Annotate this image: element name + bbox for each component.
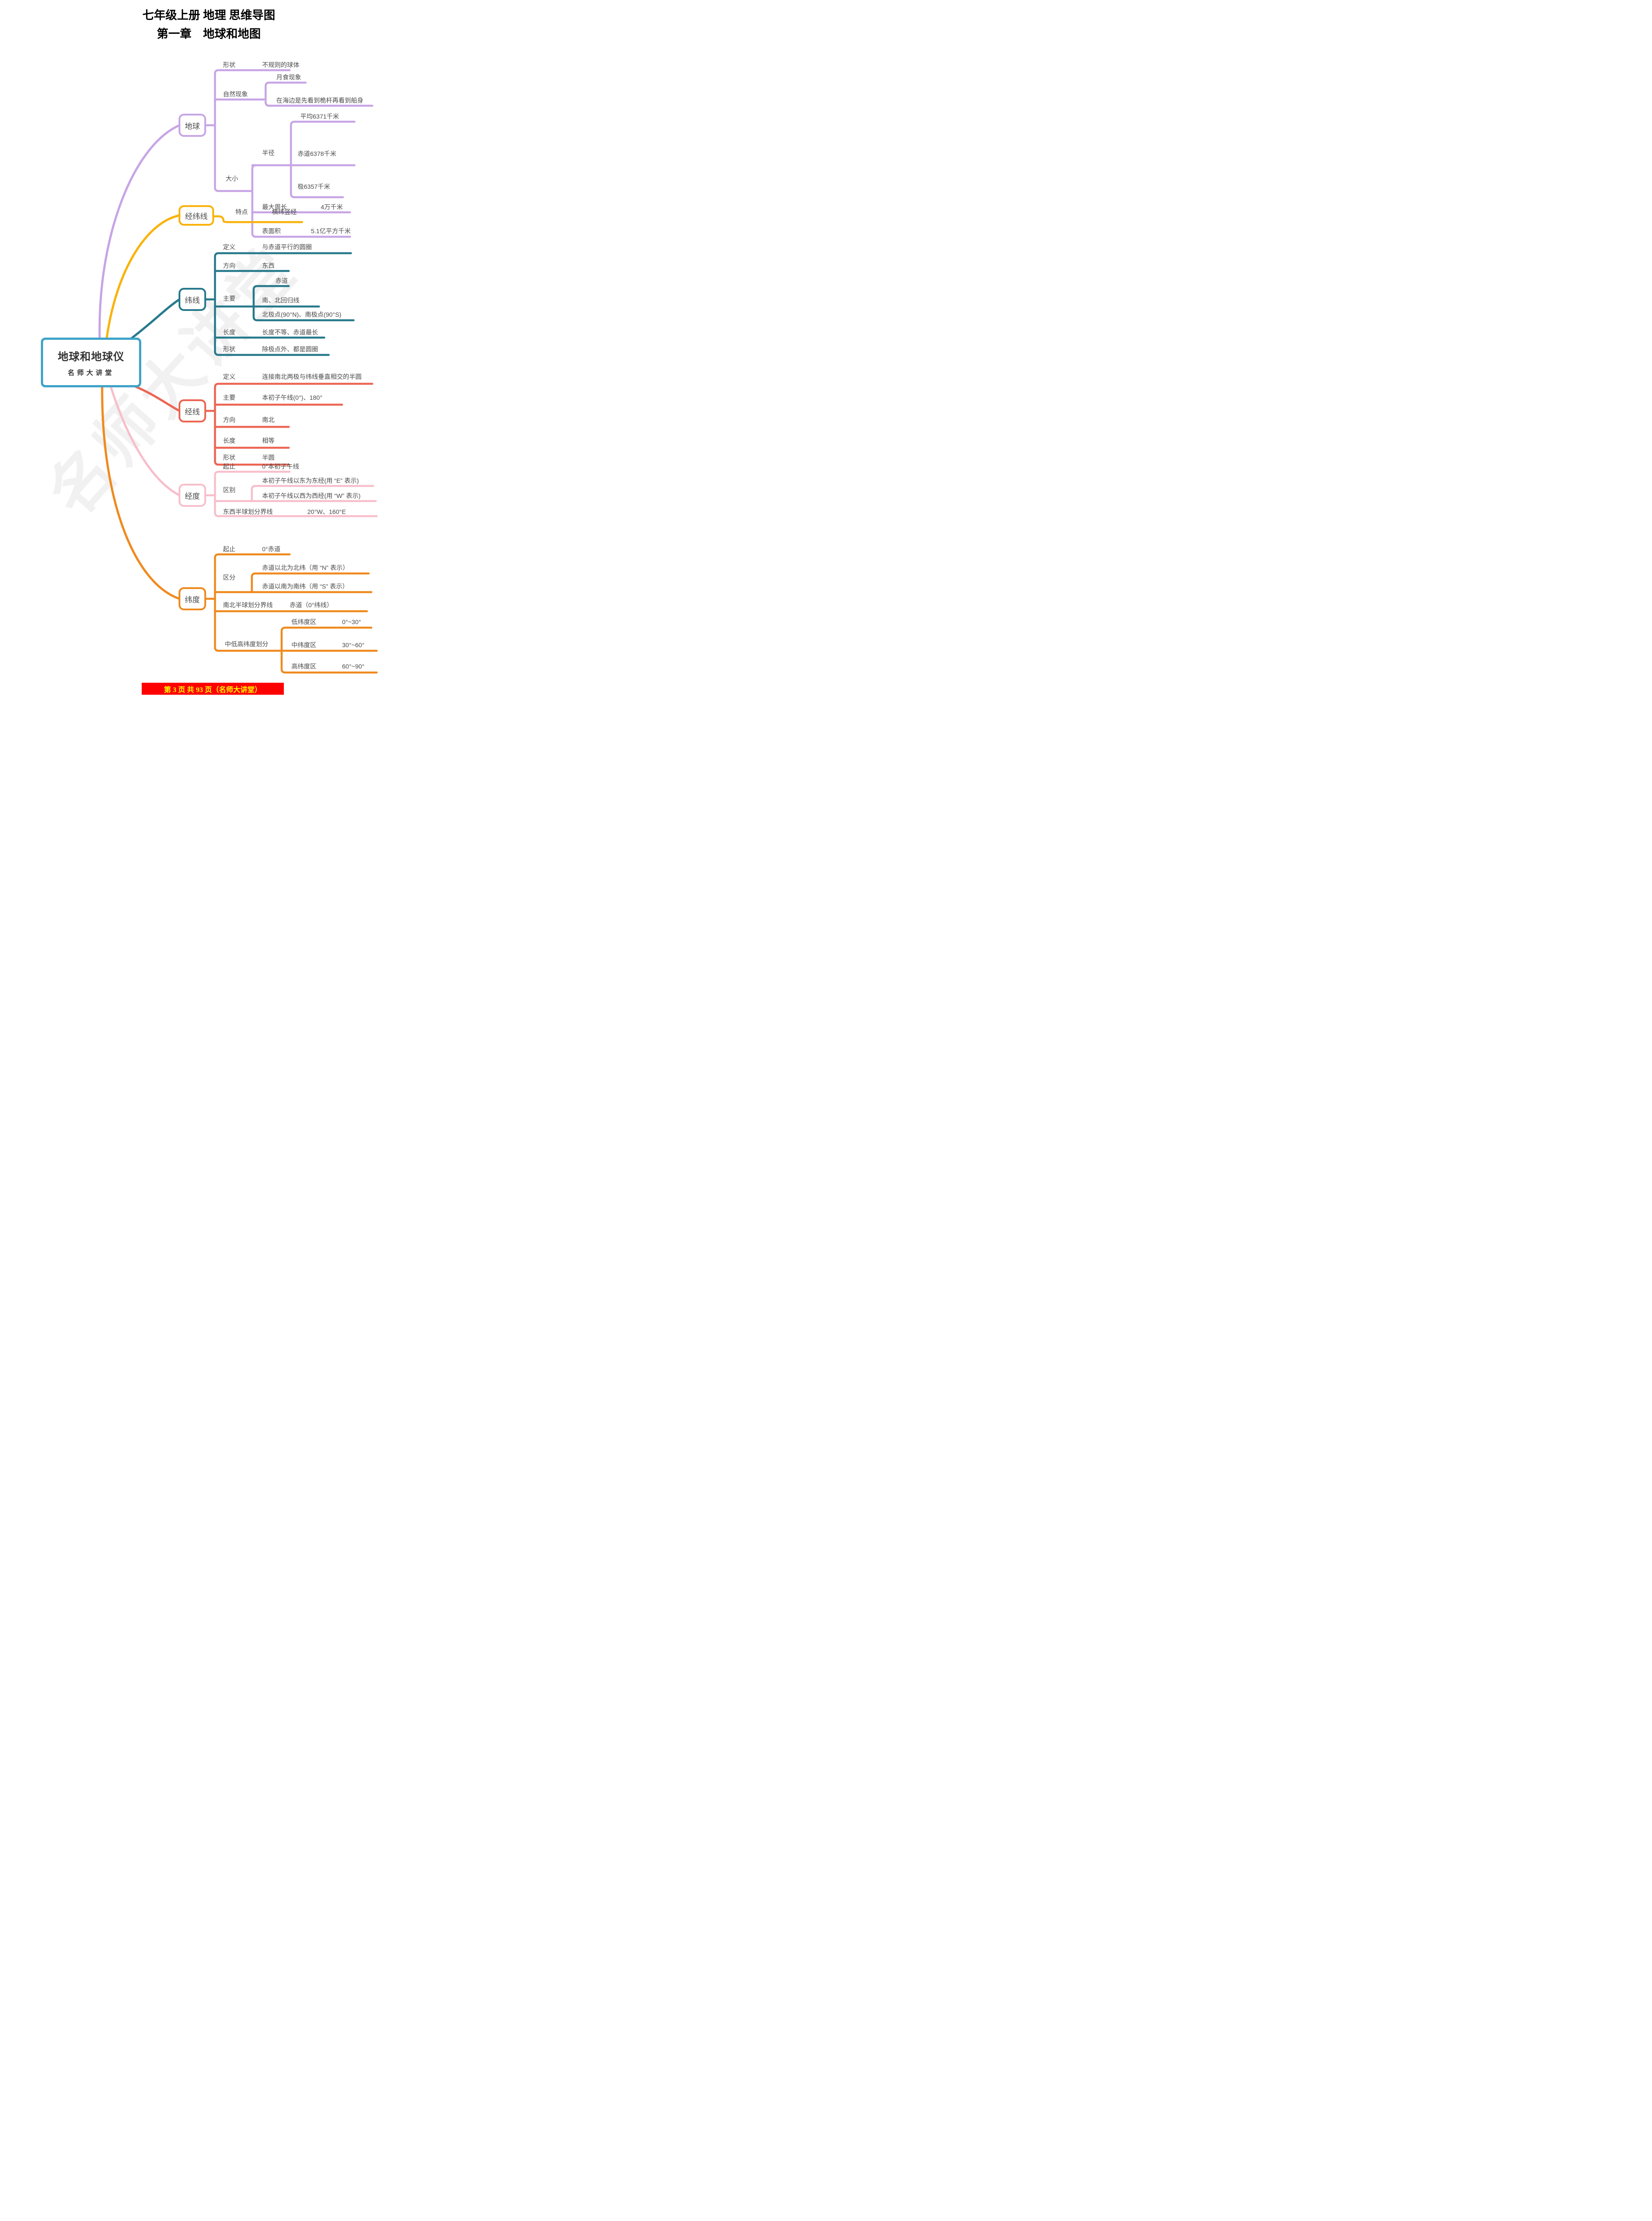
row-value: 不规则的球体 <box>262 61 299 68</box>
row-label: 长度 <box>223 329 235 336</box>
central-node-title: 地球和地球仪 <box>58 351 124 363</box>
row-label: 低纬度区 <box>291 618 316 625</box>
curve-weixian <box>125 298 181 343</box>
row-label: 东西半球划分界线 <box>223 508 273 515</box>
row-label: 高纬度区 <box>291 663 316 670</box>
row-value: 5.1亿平方千米 <box>311 227 351 235</box>
branch-node-weidu: 纬度 <box>179 587 206 610</box>
row-value: 长度不等、赤道最长 <box>262 329 318 336</box>
row-value: 30°~60° <box>342 641 365 649</box>
row-label: 形状 <box>223 454 235 461</box>
curve-weidu <box>101 384 181 600</box>
row-label: 中低高纬度划分 <box>225 641 268 648</box>
row-label: 最大周长 <box>262 203 287 211</box>
row-value: 东西 <box>262 262 275 269</box>
row-label: 区分 <box>223 574 235 581</box>
page-footer: 第 3 页 共 93 页（名师大讲堂） <box>142 683 284 695</box>
row-value: 月食现象 <box>276 74 301 81</box>
curve-earth <box>98 124 181 348</box>
mindmap-page: 名师大讲堂 <box>0 0 418 697</box>
central-node-subtitle: 名师大讲堂 <box>68 370 115 377</box>
row-label: 自然现象 <box>223 91 248 98</box>
row-label: 方向 <box>223 416 235 423</box>
row-value: 赤道以南为南纬（用 “S” 表示） <box>262 583 349 590</box>
row-value: 20°W、160°E <box>307 508 346 515</box>
row-value: 0°赤道 <box>262 545 281 553</box>
row-value: 60°~90° <box>342 663 365 670</box>
row-value: 半圆 <box>262 454 275 461</box>
row-value: 赤道（0°纬线） <box>290 601 333 609</box>
row-label: 起止 <box>223 545 235 553</box>
row-value: 北极点(90°N)、南极点(90°S) <box>262 311 342 318</box>
row-label: 区别 <box>223 486 235 494</box>
row-label: 形状 <box>223 346 235 353</box>
row-label: 半径 <box>262 149 275 156</box>
row-label: 形状 <box>223 61 235 68</box>
row-value: 除极点外、都是圆圈 <box>262 346 318 353</box>
row-label: 主要 <box>223 295 235 302</box>
row-value: 赤道6378千米 <box>298 150 337 157</box>
row-value: 相等 <box>262 437 275 444</box>
row-value: 南北 <box>262 416 275 423</box>
branch-node-earth: 地球 <box>179 114 206 137</box>
row-label: 定义 <box>223 243 235 251</box>
row-value: 本初子午线以东为东经(用 “E” 表示) <box>262 477 359 484</box>
row-label: 方向 <box>223 262 235 269</box>
row-value: 赤道 <box>275 277 288 284</box>
row-label: 起止 <box>223 463 235 470</box>
row-label: 中纬度区 <box>291 641 316 649</box>
row-value: 本初子午线以西为西经(用 “W” 表示) <box>262 492 361 499</box>
chapter-title: 第一章 地球和地图 <box>156 28 261 40</box>
row-label: 南北半球划分界线 <box>223 601 273 609</box>
row-label: 表面积 <box>262 227 281 235</box>
row-label: 特点 <box>235 208 248 215</box>
row-label: 定义 <box>223 373 235 380</box>
row-value: 本初子午线(0°)、180° <box>262 394 322 401</box>
branch-node-jingxian: 经线 <box>179 399 206 422</box>
row-value: 与赤道平行的圆圈 <box>262 243 312 251</box>
row-value: 4万千米 <box>321 203 343 211</box>
row-value: 连接南北两极与纬线垂直相交的半圆 <box>262 373 362 380</box>
row-value: 0°~30° <box>342 618 361 625</box>
row-label: 大小 <box>226 175 238 182</box>
row-value: 极6357千米 <box>298 183 330 190</box>
curve-jingweixian <box>104 214 181 347</box>
row-value: 0°本初子午线 <box>262 463 299 470</box>
row-label: 主要 <box>223 394 235 401</box>
page-title: 七年级上册 地理 思维导图 <box>142 9 275 22</box>
branch-node-weixian: 纬线 <box>179 288 206 311</box>
branch-node-jingdu: 经度 <box>179 484 206 507</box>
branch-node-jingweixian: 经纬线 <box>179 205 214 226</box>
row-value: 赤道以北为北纬（用 “N” 表示） <box>262 564 349 571</box>
row-value: 在海边是先看到桅杆再看到船身 <box>276 97 363 104</box>
row-value: 南、北回归线 <box>262 297 299 304</box>
curve-jingdu <box>109 383 181 497</box>
central-node: 地球和地球仪 名师大讲堂 <box>41 338 141 387</box>
row-label: 长度 <box>223 437 235 444</box>
row-value: 平均6371千米 <box>300 113 339 120</box>
mindmap-connectors <box>98 69 378 674</box>
row-value: 横纬竖经 <box>272 208 297 215</box>
